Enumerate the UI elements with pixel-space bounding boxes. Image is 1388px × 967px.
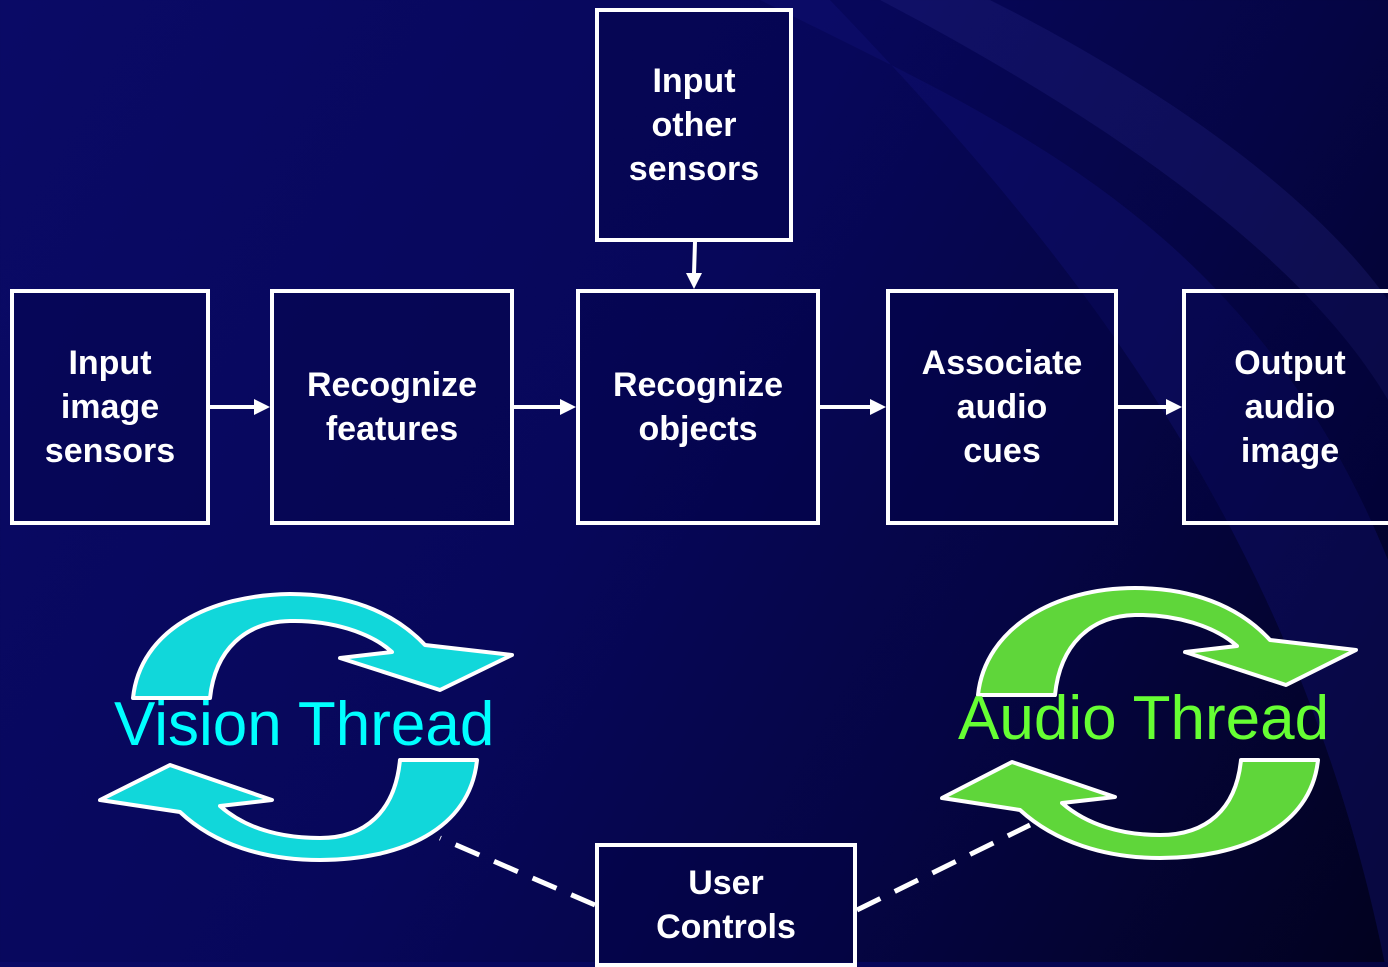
edge-other-sensors-to-objects [692,241,697,275]
edge-image-sensors-to-features-head [254,399,270,415]
edge-objects-to-audio-cues-head [870,399,886,415]
audio-thread-label: Audio Thread [958,684,1330,753]
input-image-sensors-box: Input image sensors [10,289,210,525]
input-image-sensors-label: Input image sensors [44,344,176,470]
user-controls-box: User Controls [595,843,857,967]
audio-cycle-icon [940,586,1358,860]
input-other-sensors-label: Input other sensors [628,62,760,188]
audio-bottom-arrow [940,758,1320,860]
associate-audio-cues-box: Associate audio cues [886,289,1118,525]
recognize-features-label: Recognize features [306,366,478,448]
output-audio-image-box: Output audio image [1182,289,1388,525]
vision-thread-label: Vision Thread [114,690,495,759]
recognize-objects-label: Recognize objects [612,366,784,448]
dashed-link-user-controls-to-audio [855,822,1032,913]
recognize-features-box: Recognize features [270,289,514,525]
recognize-objects-box: Recognize objects [576,289,820,525]
associate-audio-cues-label: Associate audio cues [921,344,1083,470]
vision-bottom-arrow [98,758,479,862]
input-other-sensors-box: Input other sensors [595,8,793,242]
edge-other-sensors-to-objects-head [686,273,702,289]
edge-audio-cues-to-output-head [1166,399,1182,415]
vision-cycle-icon [98,592,514,862]
output-audio-image-label: Output audio image [1234,344,1346,470]
edge-features-to-objects-head [560,399,576,415]
user-controls-label: User Controls [656,864,796,946]
vision-top-arrow [131,592,514,700]
audio-top-arrow [976,586,1358,697]
dashed-link-user-controls-to-vision [439,835,596,908]
